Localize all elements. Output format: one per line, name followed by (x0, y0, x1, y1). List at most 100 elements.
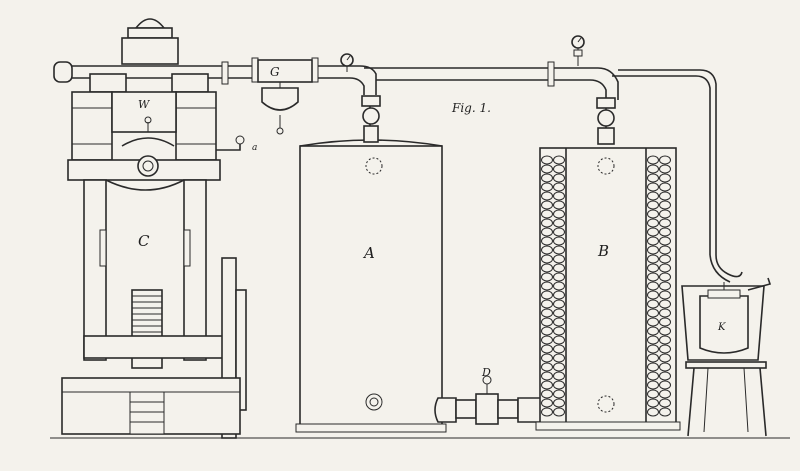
coil-ring (553, 254, 565, 264)
coil-ring (541, 245, 553, 255)
coil-ring (659, 344, 671, 354)
coil-ring (541, 218, 553, 228)
pressure-gauge-icon (340, 53, 354, 72)
coil-ring (659, 173, 671, 183)
coil-ring (541, 398, 553, 408)
coil-ring (659, 389, 671, 399)
coil-ring (553, 344, 565, 354)
coil-ring (659, 164, 671, 174)
coil-ring (659, 200, 671, 210)
label-g: G (270, 65, 280, 79)
coil-ring (541, 173, 553, 183)
coil-ring (541, 299, 553, 309)
coil-ring (541, 182, 553, 192)
coil-ring (553, 173, 565, 183)
coil-ring (553, 263, 565, 273)
coil-ring (659, 308, 671, 318)
coil-ring (553, 398, 565, 408)
coil-ring (647, 344, 659, 354)
coil-ring (541, 344, 553, 354)
coil-ring (647, 254, 659, 264)
coil-ring (647, 389, 659, 399)
coil-ring (659, 155, 671, 165)
coil-ring (647, 227, 659, 237)
coil-ring (647, 200, 659, 210)
pressure-gauge-icon (571, 35, 585, 66)
coil-ring (647, 245, 659, 255)
coil-ring (659, 380, 671, 390)
coil-ring (553, 272, 565, 282)
compressor-c: W a C (53, 18, 257, 439)
coil-ring (553, 335, 565, 345)
coil-ring (659, 290, 671, 300)
coil-ring (659, 353, 671, 363)
coil-ring (659, 272, 671, 282)
coil-ring (647, 182, 659, 192)
cooling-coil-right (647, 155, 671, 417)
coil-ring (553, 317, 565, 327)
coil-ring (659, 263, 671, 273)
coil-ring (659, 317, 671, 327)
coil-ring (647, 371, 659, 381)
coil-ring (659, 371, 671, 381)
coil-ring (541, 317, 553, 327)
tank-a: A (295, 95, 447, 433)
coil-ring (553, 191, 565, 201)
coil-ring (541, 236, 553, 246)
coil-ring (541, 290, 553, 300)
coil-ring (659, 236, 671, 246)
coil-ring (647, 164, 659, 174)
coil-ring (553, 308, 565, 318)
label-w: W (138, 98, 151, 111)
coil-ring (553, 407, 565, 417)
coil-ring (647, 353, 659, 363)
tank-b: B (535, 97, 681, 431)
coil-ring (553, 218, 565, 228)
coil-ring (647, 326, 659, 336)
coil-ring (659, 191, 671, 201)
coil-ring (541, 362, 553, 372)
coil-ring (647, 218, 659, 228)
coil-ring (553, 326, 565, 336)
coil-ring (553, 380, 565, 390)
coil-ring (659, 407, 671, 417)
coil-ring (659, 281, 671, 291)
separator-g: G (257, 59, 313, 135)
coil-ring (541, 164, 553, 174)
coil-ring (553, 164, 565, 174)
label-k: K (717, 322, 726, 333)
coil-ring (659, 209, 671, 219)
coil-ring (659, 398, 671, 408)
coil-ring (541, 263, 553, 273)
coil-ring (541, 281, 553, 291)
coil-ring (647, 173, 659, 183)
coil-ring (541, 308, 553, 318)
coil-ring (647, 263, 659, 273)
coil-ring (541, 335, 553, 345)
coil-ring (553, 236, 565, 246)
coil-ring (553, 290, 565, 300)
vessel-k: K (681, 277, 772, 437)
coil-ring (659, 218, 671, 228)
coil-ring (659, 245, 671, 255)
coil-ring (541, 209, 553, 219)
coil-ring (647, 335, 659, 345)
coil-ring (659, 362, 671, 372)
coil-ring (541, 191, 553, 201)
coil-ring (553, 227, 565, 237)
coil-ring (553, 353, 565, 363)
coil-ring (553, 371, 565, 381)
cooling-coil-left (541, 155, 565, 417)
coil-ring (647, 155, 659, 165)
coil-ring (553, 362, 565, 372)
bottom-pipe-valve-d: D (434, 366, 544, 425)
coil-ring (647, 398, 659, 408)
coil-ring (659, 254, 671, 264)
coil-ring (647, 380, 659, 390)
coil-ring (541, 272, 553, 282)
coil-ring (647, 362, 659, 372)
coil-ring (553, 281, 565, 291)
coil-ring (659, 335, 671, 345)
